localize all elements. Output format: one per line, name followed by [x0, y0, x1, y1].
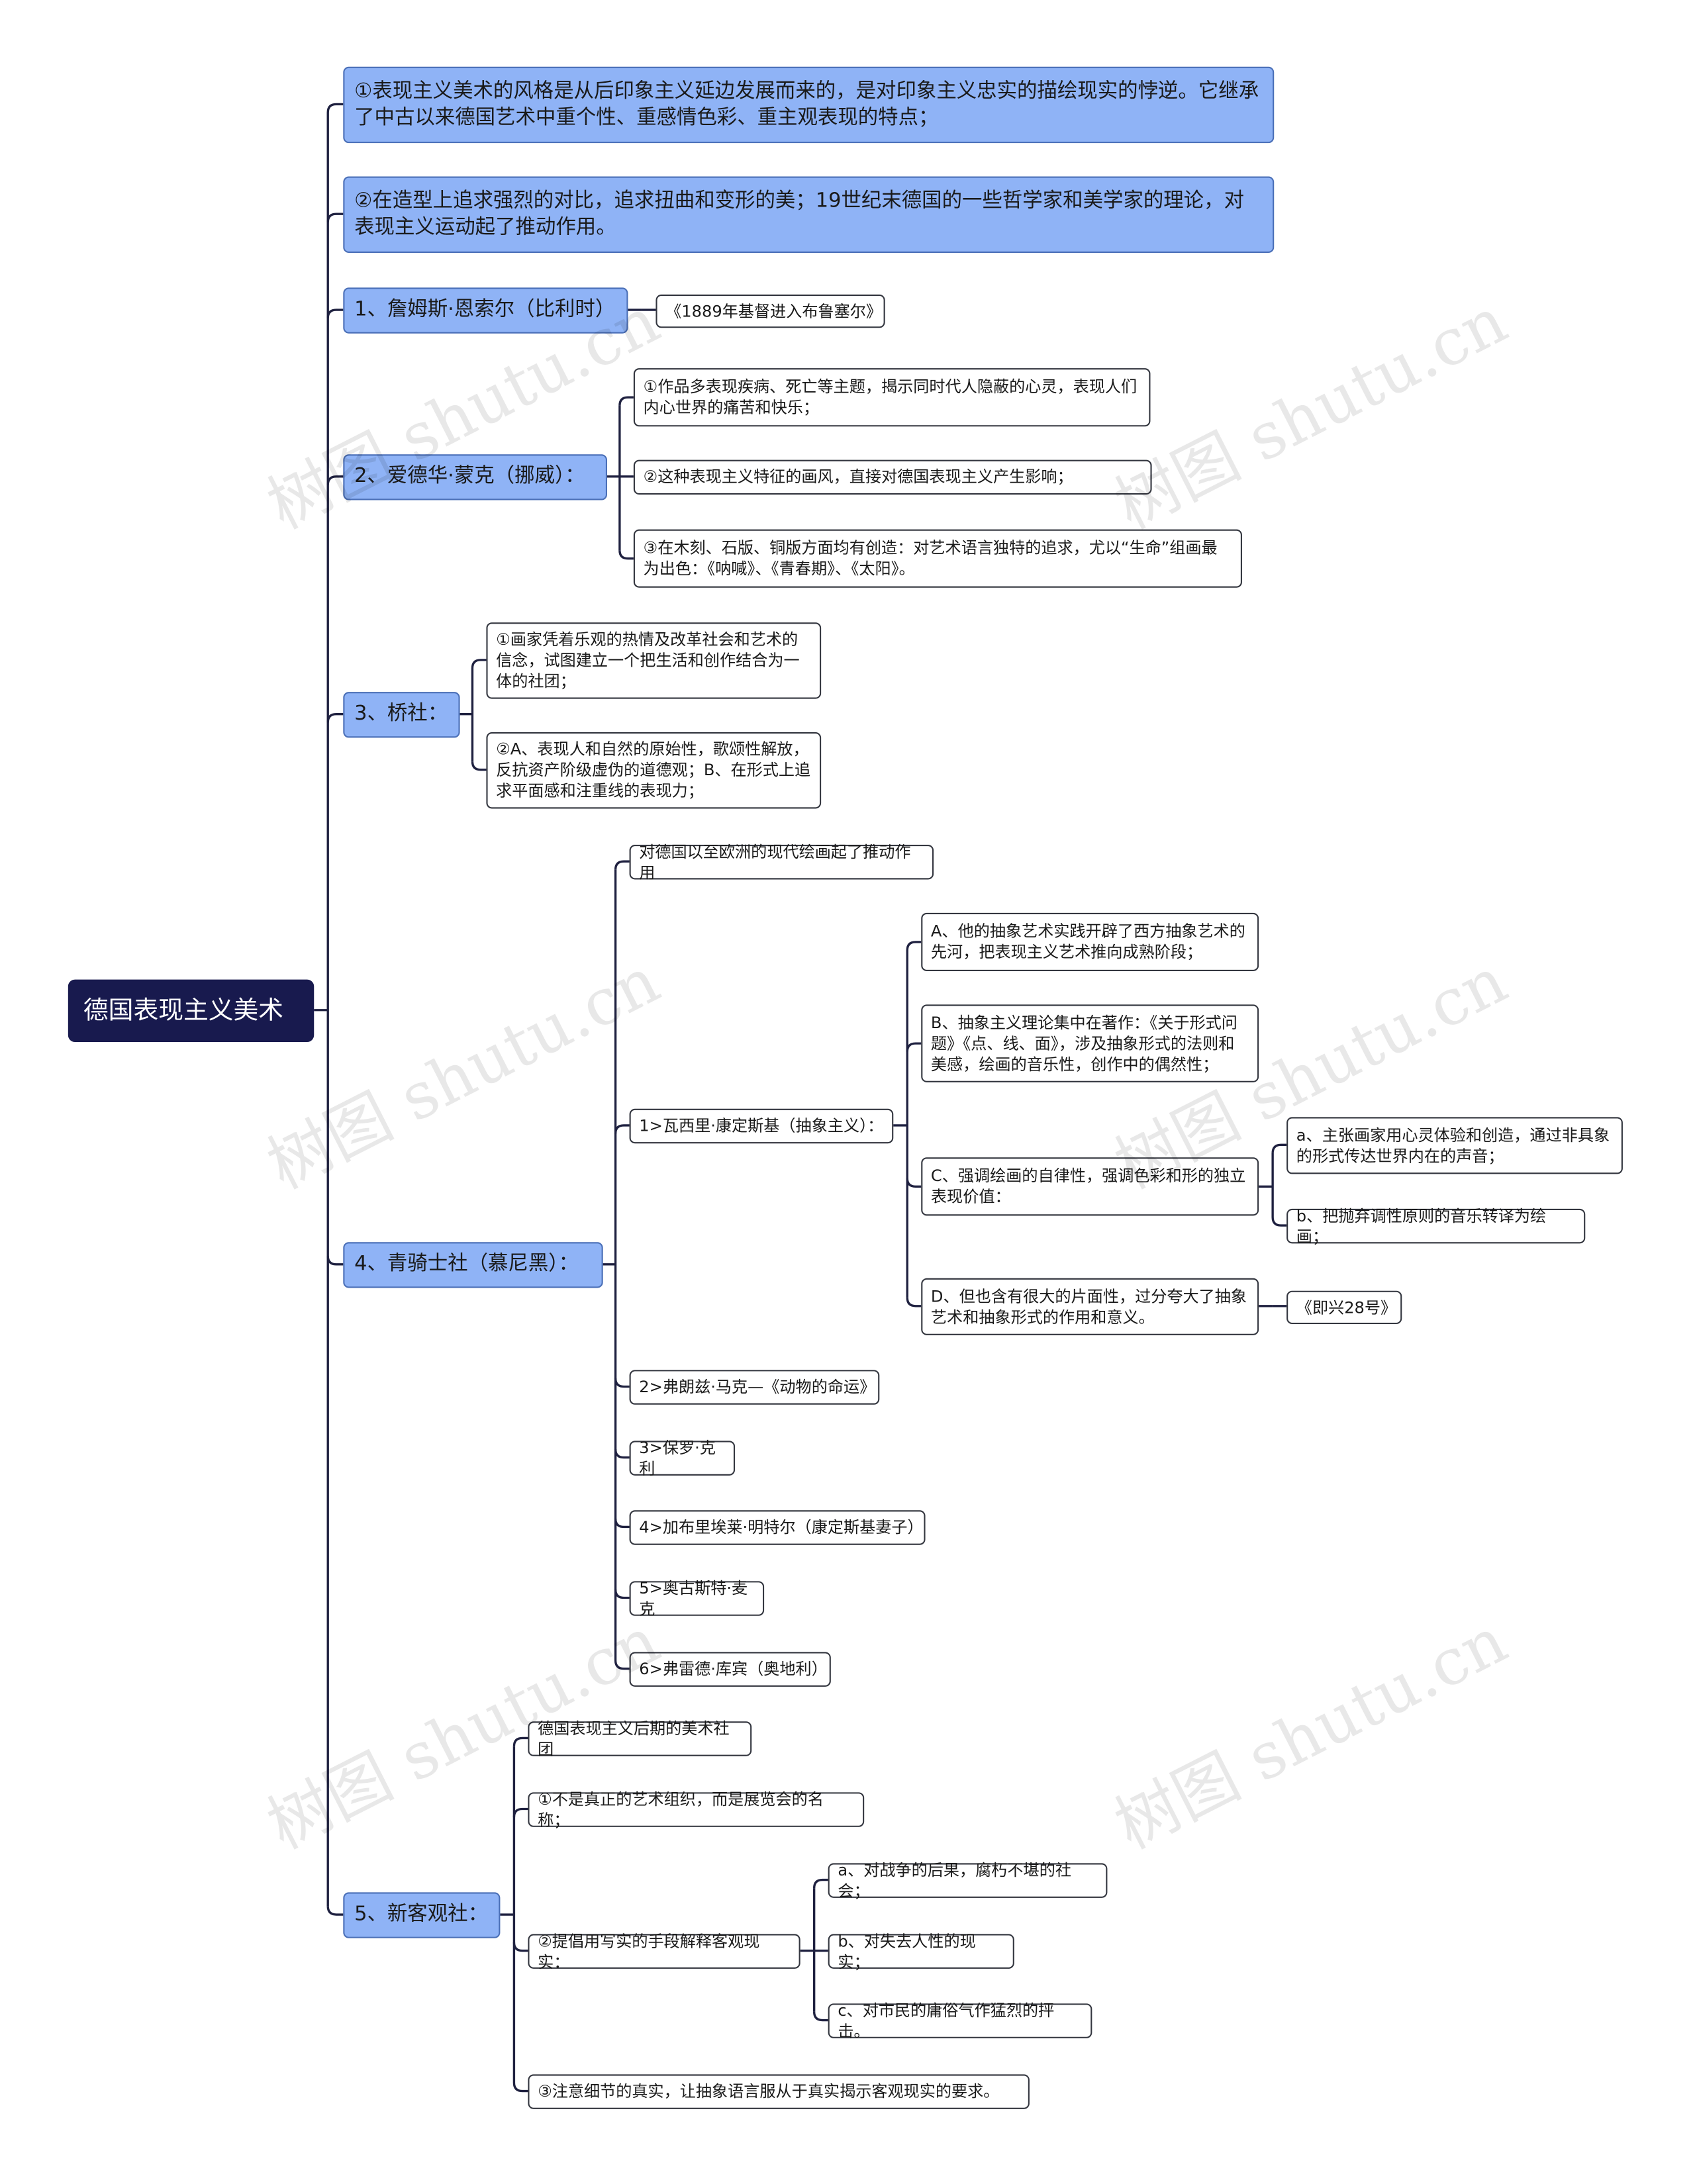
kandinsky-point-d[interactable]: D、但也含有很大的片面性，过分夸大了抽象艺术和抽象形式的作用和意义。 [921, 1278, 1259, 1335]
connector-line [906, 1178, 922, 1188]
connector-line [326, 309, 344, 318]
connector-line [326, 1906, 344, 1916]
kandinsky-work[interactable]: 《即兴28号》 [1286, 1290, 1402, 1325]
munch-point-2[interactable]: ②这种表现主义特征的画风，直接对德国表现主义产生影响； [633, 459, 1152, 495]
kandinsky[interactable]: 1>瓦西里·康定斯基（抽象主义）： [629, 1108, 894, 1144]
realism-target-c[interactable]: c、对市民的庸俗气作猛烈的抨击。 [828, 2000, 1092, 2040]
topic-expressionism-style[interactable]: ②在造型上追求强烈的对比，追求扭曲和变形的美；19世纪末德国的一些哲学家和美学家… [343, 176, 1275, 253]
franz-marc[interactable]: 2>弗朗兹·马克—《动物的命运》 [629, 1370, 880, 1405]
connector-line [326, 213, 344, 222]
realism-target-a[interactable]: a、对战争的后果，腐朽不堪的社会； [828, 1860, 1108, 1900]
new-objectivity-point-3[interactable]: ③注意细节的真实，让抽象语言服从于真实揭示客观现实的要求。 [528, 2074, 1030, 2109]
connector-line [1271, 1143, 1287, 1154]
munch-point-1[interactable]: ①作品多表现疾病、死亡等主题，揭示同时代人隐蔽的心灵，表现人们内心世界的痛苦和快… [633, 368, 1151, 427]
topic-expressionism-origin[interactable]: ①表现主义美术的风格是从后印象主义延边发展而来的，是对印象主义忠实的描绘现实的悖… [343, 66, 1275, 144]
new-objectivity-point-2[interactable]: ②提倡用写实的手段解释客观现实： [528, 1930, 800, 1971]
topic-blue-rider[interactable]: 4、青骑士社（慕尼黑）： [343, 1242, 603, 1288]
ensor-work[interactable]: 《1889年基督进入布鲁塞尔》 [655, 294, 885, 328]
connector-line [326, 713, 344, 723]
connector-line [614, 860, 630, 870]
connector-line [512, 1736, 528, 1747]
new-objectivity-point-1[interactable]: ①不是真正的艺术组织，而是展览会的名称； [528, 1789, 865, 1829]
connector-line [906, 1298, 922, 1307]
kandinsky-point-c[interactable]: C、强调绘画的自律性，强调色彩和形的独立表现价值： [921, 1157, 1259, 1216]
august-macke[interactable]: 5>奥古斯特·麦克 [629, 1578, 765, 1618]
paul-klee[interactable]: 3>保罗·克利 [629, 1437, 736, 1478]
connector-line [471, 761, 487, 771]
kandinsky-point-a[interactable]: A、他的抽象艺术实践开辟了西方抽象艺术的先河，把表现主义艺术推向成熟阶段； [921, 912, 1259, 971]
root-topic[interactable]: 德国表现主义美术 [68, 979, 315, 1043]
connector-line [614, 1124, 630, 1134]
connector-line [1271, 1217, 1287, 1227]
connector-line [614, 1448, 630, 1459]
topic-munch[interactable]: 2、爱德华·蒙克（挪威）： [343, 454, 608, 500]
connector-line [906, 1042, 922, 1052]
connector-line [618, 396, 634, 406]
connector-line [326, 103, 344, 113]
connector-line [618, 549, 634, 560]
alfred-kubin[interactable]: 6>弗雷德·库宾（奥地利） [629, 1652, 831, 1687]
topic-die-brucke[interactable]: 3、桥社： [343, 692, 460, 738]
blue-rider-influence[interactable]: 对德国以至欧洲的现代绘画起了推动作用 [629, 841, 934, 882]
topic-ensor[interactable]: 1、詹姆斯·恩索尔（比利时） [343, 287, 628, 334]
brucke-point-2[interactable]: ②A、表现人和自然的原始性，歌颂性解放，反抗资产阶级虚伪的道德观；B、在形式上追… [486, 732, 822, 809]
connector-line [512, 1807, 528, 1818]
connector-line [614, 1378, 630, 1388]
connector-line [614, 1660, 630, 1670]
kandinsky-point-b[interactable]: B、抽象主义理论集中在著作：《关于形式问题》《点、线、面》，涉及抽象形式的法则和… [921, 1004, 1259, 1082]
connector-line [471, 659, 487, 669]
kandinsky-point-c-b[interactable]: b、把抛弃调性原则的音乐转译为绘画； [1286, 1206, 1586, 1245]
connector-line [812, 1878, 828, 1889]
connector-line [326, 1256, 344, 1266]
new-objectivity-point-0[interactable]: 德国表现主义后期的美术社团 [528, 1718, 752, 1758]
munch-point-3[interactable]: ③在木刻、石版、铜版方面均有创造：对艺术语言独特的追求，尤以“生命”组画最为出色… [633, 529, 1242, 588]
realism-target-b[interactable]: b、对失去人性的现实； [828, 1930, 1014, 1971]
connector-line [512, 1942, 528, 1952]
connector-line [812, 2011, 828, 2022]
connector-line [614, 1518, 630, 1529]
connector-line [906, 941, 922, 951]
topic-new-objectivity[interactable]: 5、新客观社： [343, 1892, 501, 1938]
connector-line [512, 2082, 528, 2093]
brucke-point-1[interactable]: ①画家凭着乐观的热情及改革社会和艺术的信念，试图建立一个把生活和创作结合为一体的… [486, 622, 822, 699]
gabriele-munter[interactable]: 4>加布里埃莱·明特尔（康定斯基妻子） [629, 1510, 926, 1545]
kandinsky-point-c-a[interactable]: a、主张画家用心灵体验和创造，通过非具象的形式传达世界内在的声音； [1286, 1117, 1623, 1174]
